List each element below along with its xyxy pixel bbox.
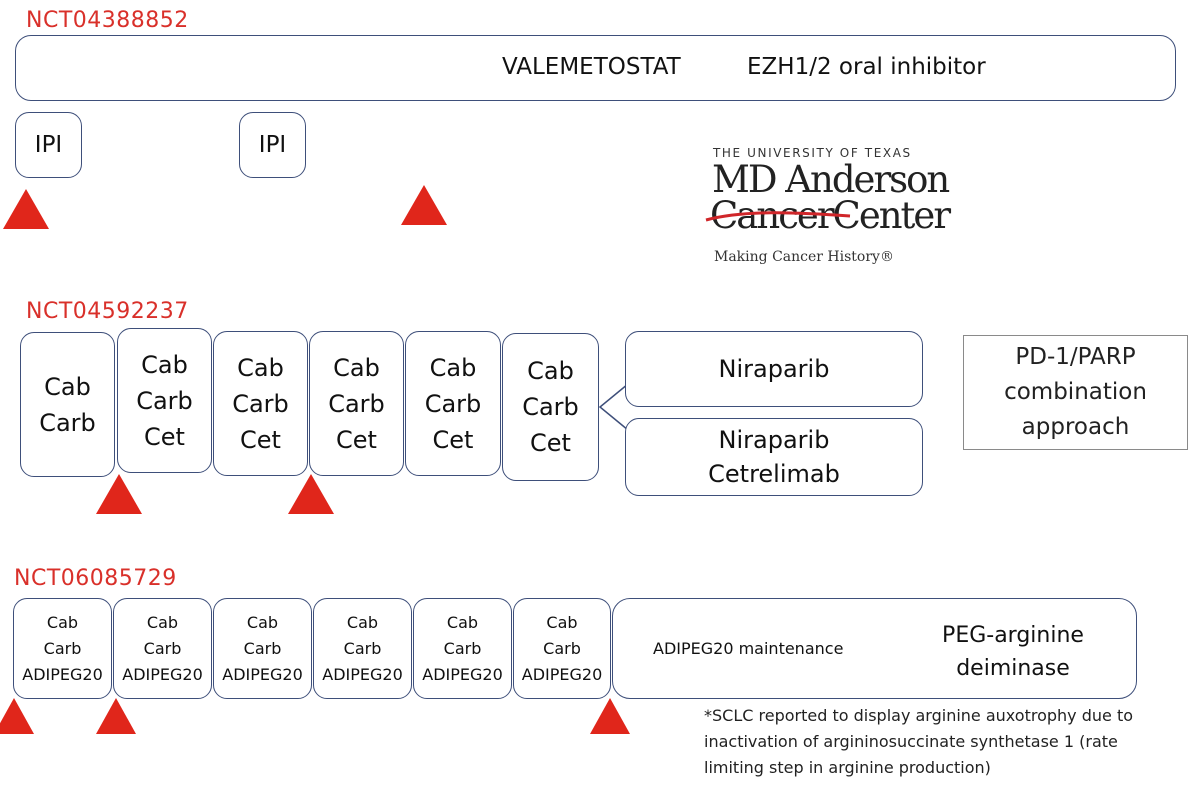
assessment-marker	[96, 474, 142, 514]
ipi-box-1: IPI	[15, 112, 82, 178]
drug-name: VALEMETOSTAT	[502, 54, 681, 80]
logo-line1: MD Anderson	[712, 158, 950, 201]
arm-split-connector	[598, 383, 629, 431]
drug-description: EZH1/2 oral inhibitor	[747, 54, 986, 80]
trial3-id: NCT06085729	[14, 566, 177, 591]
logo-strike-mark	[705, 211, 851, 222]
assessment-marker	[590, 698, 630, 734]
assessment-marker	[96, 698, 136, 734]
arm-box-niraparib: Niraparib	[625, 331, 923, 407]
assessment-marker	[288, 474, 334, 514]
maintenance-label: ADIPEG20 maintenance	[653, 639, 844, 658]
ipi-box-2: IPI	[239, 112, 306, 178]
assessment-marker	[0, 698, 34, 734]
logo-tagline: Making Cancer History®	[714, 249, 894, 265]
assessment-marker	[3, 189, 49, 229]
valemetostat-bar: VALEMETOSTAT EZH1/2 oral inhibitor	[15, 35, 1176, 101]
ipi-label: IPI	[34, 132, 63, 158]
trial2-id: NCT04592237	[26, 299, 189, 324]
trial1-id: NCT04388852	[26, 8, 189, 33]
ipi-label: IPI	[258, 132, 287, 158]
assessment-marker	[401, 185, 447, 225]
footnote: *SCLC reported to display arginine auxot…	[704, 706, 1133, 777]
